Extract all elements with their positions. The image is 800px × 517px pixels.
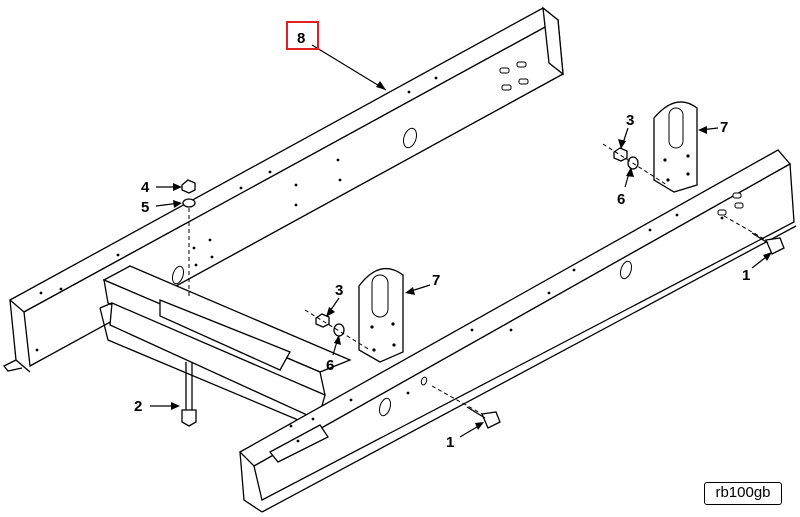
nut-4 [181,179,196,194]
callout-6-front: 6 [617,191,625,208]
callout-3-rear: 3 [335,282,343,299]
callout-3-front: 3 [626,112,634,129]
leader-arrows [150,44,772,438]
callout-1-rear: 1 [446,434,454,451]
hardware [181,143,785,429]
nut-3b [315,313,330,328]
callout-labels: 8 7 3 6 1 4 5 7 3 6 2 1 [134,30,750,451]
bolt-1-upper [723,215,785,255]
callout-highlight-box [286,21,319,50]
callout-4: 4 [141,179,150,196]
callout-7-front: 7 [720,119,728,136]
frame-rail-right [238,149,797,513]
callout-8: 8 [297,30,305,47]
cross-member [99,265,352,426]
bolt-1-lower [431,385,501,429]
callout-2: 2 [134,398,142,415]
figure-reference-code: rb100gb [704,482,782,505]
bolt-2 [181,362,197,427]
callout-1-front: 1 [742,267,750,284]
bracket-front [653,101,698,193]
callout-5: 5 [141,199,149,216]
bracket-rear [358,267,404,363]
washer-6b [333,323,345,337]
nut-3a [613,147,628,162]
callout-7-rear: 7 [432,272,440,289]
callout-6-rear: 6 [326,357,334,374]
washer-5 [182,198,196,208]
